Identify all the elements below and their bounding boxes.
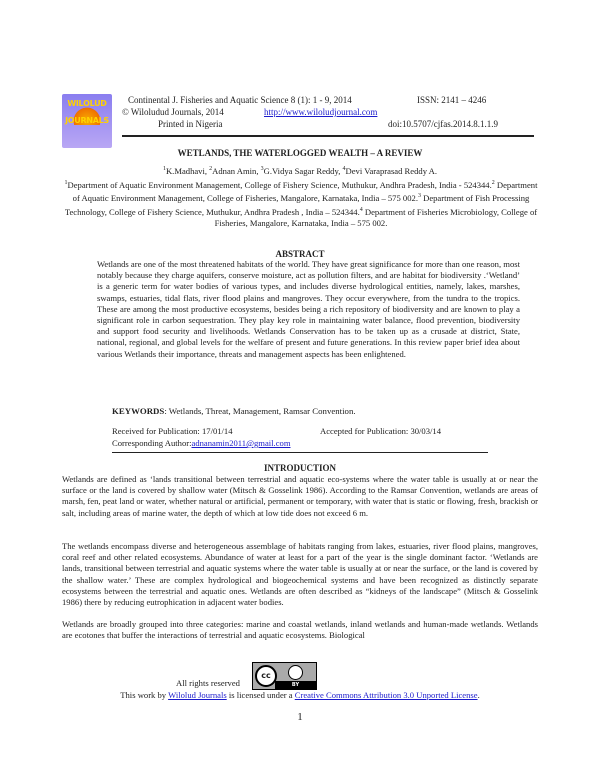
author: Adnan Amin, xyxy=(212,166,261,176)
doi: doi:10.5707/cjfas.2014.8.1.1.9 xyxy=(388,119,498,129)
abstract-text: Wetlands are one of the most threatened … xyxy=(97,259,520,359)
received-date: Received for Publication: 17/01/14 xyxy=(112,426,233,436)
affiliations: 1Department of Aquatic Environment Manag… xyxy=(64,179,538,229)
license-notice: This work by Wilolud Journals is license… xyxy=(120,690,480,700)
printed-in: Printed in Nigeria xyxy=(158,119,223,129)
intro-paragraph: Wetlands are broadly grouped into three … xyxy=(62,619,538,641)
cc-icon: cc xyxy=(255,665,277,687)
introduction-heading: INTRODUCTION xyxy=(263,463,336,473)
issn: ISSN: 2141 – 4246 xyxy=(417,95,487,105)
section-rule xyxy=(112,452,488,453)
intro-paragraph: The wetlands encompass diverse and heter… xyxy=(62,541,538,608)
journal-logo: WILOLUD JOURNALS xyxy=(62,94,112,148)
author: G.Vidya Sagar Reddy, xyxy=(263,166,343,176)
paper-title: WETLANDS, THE WATERLOGGED WEALTH – A REV… xyxy=(177,148,423,158)
corresponding-author: Corresponding Author:adnanamin2011@gmail… xyxy=(112,438,291,448)
accepted-date: Accepted for Publication: 30/03/14 xyxy=(320,426,442,436)
header-rule xyxy=(122,135,534,137)
intro-paragraph: Wetlands are defined as ‘lands transitio… xyxy=(62,474,538,518)
cc-by-badge[interactable]: cc BY xyxy=(252,662,317,690)
keywords: KEYWORDS: Wetlands, Threat, Management, … xyxy=(112,406,356,416)
by-label: BY xyxy=(275,681,316,689)
attribution-person-icon xyxy=(288,665,303,680)
email-link[interactable]: adnanamin2011@gmail.com xyxy=(191,438,291,448)
journal-url-link[interactable]: http://www.wiloludjournal.com xyxy=(264,107,378,117)
author: Devi Varaprasad Reddy A. xyxy=(345,166,438,176)
publisher-link[interactable]: Wilolud Journals xyxy=(168,690,227,700)
all-rights-reserved: All rights reserved xyxy=(176,678,240,688)
abstract-heading: ABSTRACT xyxy=(275,249,325,259)
page-number: 1 xyxy=(297,711,303,723)
author-list: 1K.Madhavi, 2Adnan Amin, 3G.Vidya Sagar … xyxy=(162,166,438,176)
copyright: © Wiloludud Journals, 2014 xyxy=(122,107,224,117)
author: K.Madhavi, xyxy=(165,166,210,176)
license-link[interactable]: Creative Commons Attribution 3.0 Unporte… xyxy=(294,690,478,700)
journal-citation: Continental J. Fisheries and Aquatic Sci… xyxy=(128,95,352,105)
